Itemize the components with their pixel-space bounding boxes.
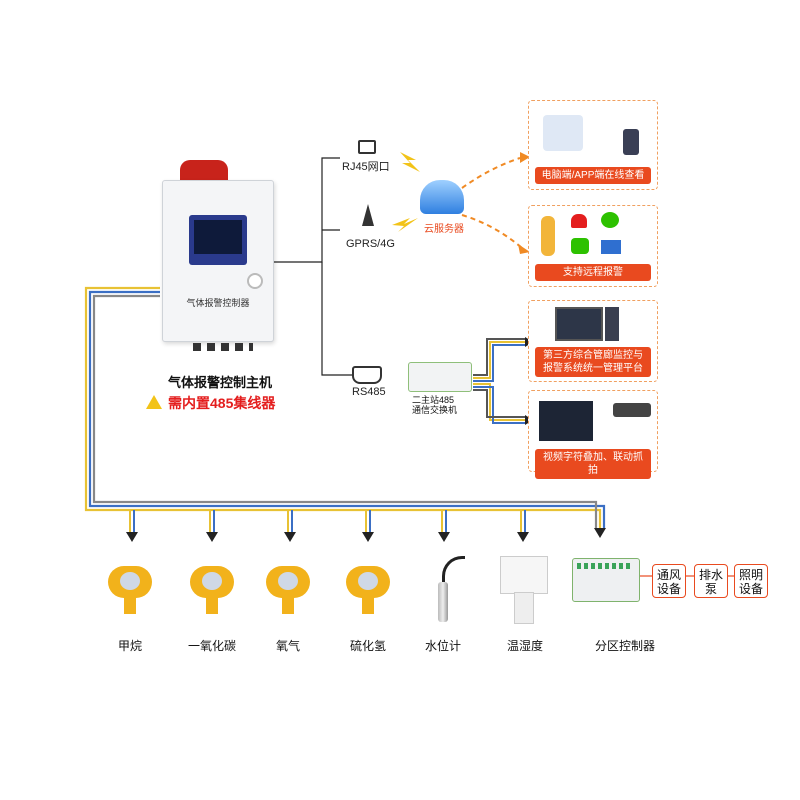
caption-h2s: 硫化氢 bbox=[349, 639, 386, 653]
detector-stem bbox=[362, 598, 374, 614]
device-temp-humidity bbox=[500, 556, 548, 626]
email-icon bbox=[601, 240, 621, 254]
controller-warning: 需内置485集线器 bbox=[168, 395, 276, 411]
panel-remote-alarm: 支持远程报警 bbox=[528, 205, 658, 287]
detector-screen bbox=[202, 572, 222, 590]
controller-cabinet: 气体报警控制器 bbox=[162, 180, 274, 351]
detector-screen bbox=[120, 572, 140, 590]
gprs-label: GPRS/4G bbox=[346, 238, 395, 250]
th-sensor-body bbox=[500, 556, 548, 594]
detector-screen bbox=[358, 572, 378, 590]
wechat-icon bbox=[601, 212, 619, 228]
cloud-server-label: 云服务器 bbox=[424, 224, 464, 235]
detector-stem bbox=[124, 598, 136, 614]
relay-lighting: 照明 设备 bbox=[734, 564, 768, 598]
device-oxygen bbox=[266, 558, 310, 616]
warning-icon bbox=[146, 395, 162, 409]
video-overlay-device bbox=[539, 401, 593, 441]
rs485-connector-icon bbox=[352, 366, 382, 384]
relay-drainage-l2: 泵 bbox=[704, 582, 717, 596]
message-icon bbox=[571, 238, 589, 254]
water-level-probe bbox=[438, 582, 448, 622]
caption-water-level: 水位计 bbox=[424, 639, 461, 653]
caption-methane: 甲烷 bbox=[117, 639, 142, 653]
third-party-line-2: 报警系统统一管理平台 bbox=[543, 363, 643, 374]
cable-glands bbox=[193, 343, 253, 351]
th-sensor-probe bbox=[514, 592, 534, 624]
relay-ventilation: 通风 设备 bbox=[652, 564, 686, 598]
controller-lcd-frame bbox=[189, 215, 247, 265]
tag-online-view: 电脑端/APP端在线查看 bbox=[535, 167, 651, 184]
relay-lighting-l1: 照明 bbox=[738, 568, 763, 582]
water-level-cable bbox=[442, 556, 465, 589]
caption-oxygen: 氧气 bbox=[275, 639, 300, 653]
phone-icon bbox=[623, 129, 639, 155]
panel-third-party: 第三方综合管廊监控与 报警系统统一管理平台 bbox=[528, 300, 658, 382]
controller-title: 气体报警控制主机 bbox=[167, 375, 272, 390]
switch-485-device bbox=[408, 362, 472, 392]
caption-temp-humidity: 温湿度 bbox=[506, 639, 543, 653]
rj45-label: RJ45网口 bbox=[342, 161, 390, 173]
controller-panel-label: 气体报警控制器 bbox=[186, 298, 250, 308]
tag-third-party: 第三方综合管廊监控与 报警系统统一管理平台 bbox=[535, 347, 651, 377]
detector-stem bbox=[282, 598, 294, 614]
siren-icon bbox=[571, 214, 587, 228]
relay-drainage: 排水 泵 bbox=[694, 564, 728, 598]
detector-stem bbox=[206, 598, 218, 614]
relay-drainage-l1: 排水 bbox=[698, 568, 723, 582]
zone-terminal-strip bbox=[577, 563, 633, 569]
alarm-beacon bbox=[180, 160, 228, 182]
person-icon bbox=[541, 216, 555, 256]
monitor-icon bbox=[555, 307, 603, 341]
relay-ventilation-l2: 设备 bbox=[656, 582, 681, 596]
controller-lcd-screen bbox=[194, 220, 242, 254]
device-methane bbox=[108, 558, 152, 616]
controller-knob bbox=[247, 273, 263, 289]
relay-ventilation-l1: 通风 bbox=[656, 568, 681, 582]
detector-screen bbox=[278, 572, 298, 590]
antenna-icon bbox=[362, 204, 374, 226]
switch-label-2: 通信交换机 bbox=[412, 405, 458, 415]
device-water-level bbox=[428, 556, 468, 626]
panel-video: 视频字符叠加、联动抓拍 bbox=[528, 390, 658, 479]
pc-tower-icon bbox=[605, 307, 619, 341]
rs485-label: RS485 bbox=[352, 386, 386, 398]
rj45-port-icon bbox=[358, 140, 376, 154]
cloud-server-icon bbox=[420, 180, 464, 214]
panel-online-view: 电脑端/APP端在线查看 bbox=[528, 100, 658, 190]
caption-zone-controller: 分区控制器 bbox=[594, 639, 655, 653]
tag-remote-alarm: 支持远程报警 bbox=[535, 264, 651, 281]
device-h2s bbox=[346, 558, 390, 616]
third-party-line-1: 第三方综合管廊监控与 bbox=[543, 350, 643, 361]
laptop-user-icon bbox=[543, 115, 583, 151]
camera-icon bbox=[613, 403, 651, 417]
switch-label-1: 二主站485 bbox=[412, 395, 455, 405]
device-co bbox=[190, 558, 234, 616]
relay-lighting-l2: 设备 bbox=[738, 582, 763, 596]
device-zone-controller bbox=[572, 558, 640, 602]
caption-co: 一氧化碳 bbox=[187, 639, 236, 653]
tag-video: 视频字符叠加、联动抓拍 bbox=[535, 449, 651, 479]
